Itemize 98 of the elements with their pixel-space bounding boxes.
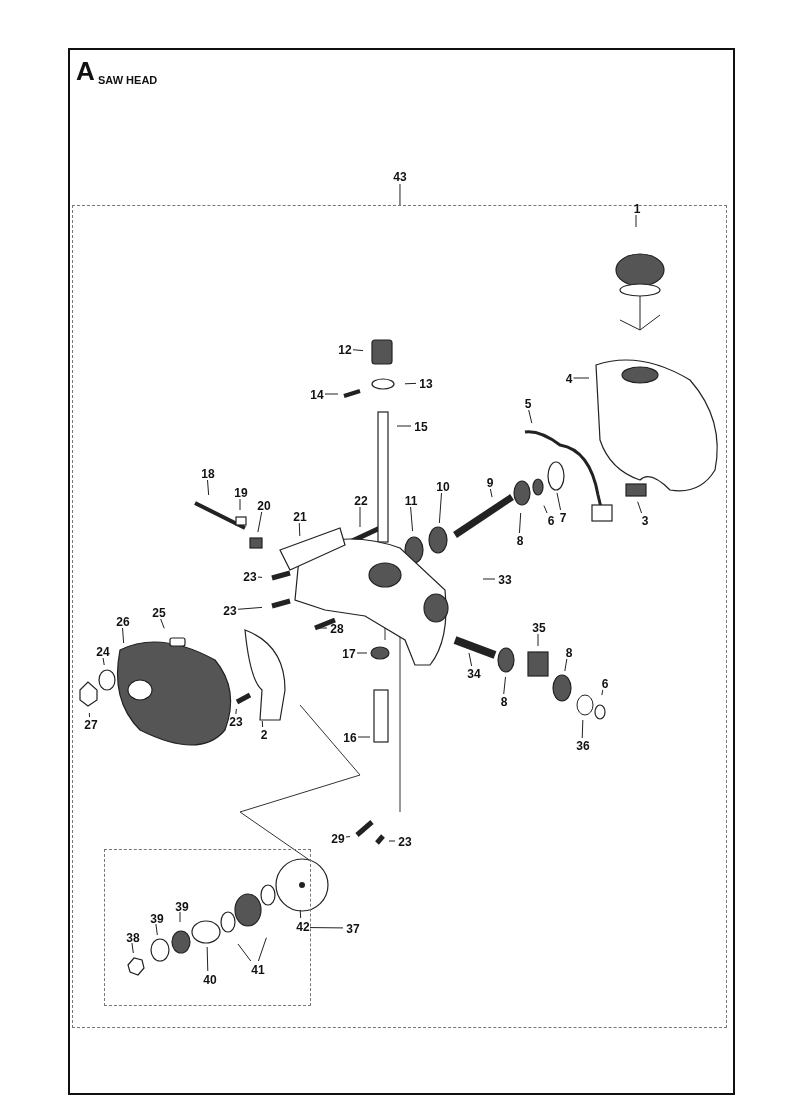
callout-number: 22 bbox=[352, 494, 370, 508]
callout-number: 38 bbox=[124, 931, 142, 945]
callout-number: 28 bbox=[328, 622, 346, 636]
callout-number: 7 bbox=[557, 511, 569, 525]
callout-number: 40 bbox=[201, 973, 219, 987]
leader-line bbox=[237, 606, 263, 610]
callout-number: 39 bbox=[148, 912, 166, 926]
leader-line bbox=[257, 511, 263, 533]
leader-line bbox=[298, 522, 301, 537]
leader-line bbox=[410, 506, 414, 532]
callout-number: 26 bbox=[114, 615, 132, 629]
leader-line bbox=[482, 578, 496, 580]
callout-number: 23 bbox=[221, 604, 239, 618]
callout-number: 6 bbox=[545, 514, 557, 528]
callout-number: 16 bbox=[341, 731, 359, 745]
leader-line bbox=[131, 942, 134, 954]
leader-line bbox=[102, 657, 105, 666]
leader-line bbox=[257, 937, 267, 962]
leader-line bbox=[537, 633, 539, 647]
callout-number: 27 bbox=[82, 718, 100, 732]
leader-line bbox=[388, 840, 396, 842]
section-letter: A bbox=[76, 58, 95, 84]
leader-line bbox=[352, 349, 364, 352]
callout-number: 24 bbox=[94, 645, 112, 659]
callout-number: 36 bbox=[574, 739, 592, 753]
callout-number: 14 bbox=[308, 388, 326, 402]
callout-number: 42 bbox=[294, 920, 312, 934]
leader-line bbox=[356, 652, 368, 654]
leader-line bbox=[160, 618, 165, 629]
callout-number: 8 bbox=[514, 534, 526, 548]
leader-line bbox=[309, 927, 344, 929]
diagram-title: SAW HEAD bbox=[98, 74, 158, 86]
leader-line bbox=[528, 409, 533, 424]
leader-line bbox=[324, 393, 339, 395]
callout-number: 33 bbox=[496, 573, 514, 587]
leader-line bbox=[581, 719, 584, 739]
callout-number: 43 bbox=[391, 170, 409, 184]
leader-line bbox=[122, 627, 125, 644]
leader-line bbox=[179, 911, 181, 923]
leader-line bbox=[404, 382, 417, 385]
callout-number: 25 bbox=[150, 606, 168, 620]
leader-line bbox=[564, 658, 568, 672]
callout-number: 23 bbox=[396, 835, 414, 849]
leader-line bbox=[88, 712, 91, 718]
leader-line bbox=[489, 488, 493, 498]
leader-line bbox=[543, 505, 548, 514]
leader-line bbox=[518, 512, 522, 534]
leader-line bbox=[399, 183, 401, 206]
leader-line bbox=[206, 946, 209, 972]
callout-number: 4 bbox=[563, 372, 575, 386]
leader-line bbox=[235, 708, 237, 715]
callout-number: 35 bbox=[530, 621, 548, 635]
leader-line bbox=[573, 377, 590, 379]
leader-line bbox=[357, 736, 371, 738]
leader-line bbox=[468, 652, 473, 667]
callout-number: 9 bbox=[484, 476, 496, 490]
dashed-group-box bbox=[104, 849, 311, 1006]
callout-number: 10 bbox=[434, 480, 452, 494]
callout-number: 41 bbox=[249, 963, 267, 977]
leader-line bbox=[637, 501, 643, 514]
leader-line bbox=[345, 836, 351, 838]
callout-number: 37 bbox=[344, 922, 362, 936]
leader-line bbox=[299, 909, 302, 919]
leader-line bbox=[239, 498, 241, 511]
callout-number: 20 bbox=[255, 499, 273, 513]
callout-number: 2 bbox=[258, 728, 270, 742]
callout-number: 34 bbox=[465, 667, 483, 681]
callout-number: 13 bbox=[417, 377, 435, 391]
leader-line bbox=[556, 492, 562, 511]
leader-line bbox=[635, 214, 637, 228]
callout-number: 1 bbox=[631, 202, 643, 216]
callout-number: 39 bbox=[173, 900, 191, 914]
callout-number: 15 bbox=[412, 420, 430, 434]
leader-line bbox=[261, 720, 264, 728]
leader-line bbox=[359, 506, 361, 528]
callout-number: 17 bbox=[340, 647, 358, 661]
callout-number: 5 bbox=[522, 397, 534, 411]
leader-line bbox=[318, 627, 328, 629]
callout-number: 23 bbox=[227, 715, 245, 729]
leader-line bbox=[503, 676, 506, 695]
callout-number: 6 bbox=[599, 677, 611, 691]
leader-line bbox=[396, 425, 412, 427]
leader-line bbox=[438, 492, 442, 524]
callout-number: 18 bbox=[199, 467, 217, 481]
callout-number: 8 bbox=[498, 695, 510, 709]
callout-number: 19 bbox=[232, 486, 250, 500]
callout-number: 3 bbox=[639, 514, 651, 528]
callout-number: 29 bbox=[329, 832, 347, 846]
leader-line bbox=[155, 923, 158, 936]
leader-line bbox=[257, 576, 263, 578]
callout-number: 8 bbox=[563, 646, 575, 660]
callout-number: 12 bbox=[336, 343, 354, 357]
callout-number: 21 bbox=[291, 510, 309, 524]
callout-number: 11 bbox=[402, 494, 420, 508]
callout-number: 23 bbox=[241, 570, 259, 584]
leader-line bbox=[601, 689, 604, 696]
leader-line bbox=[237, 943, 252, 962]
leader-line bbox=[207, 479, 210, 496]
